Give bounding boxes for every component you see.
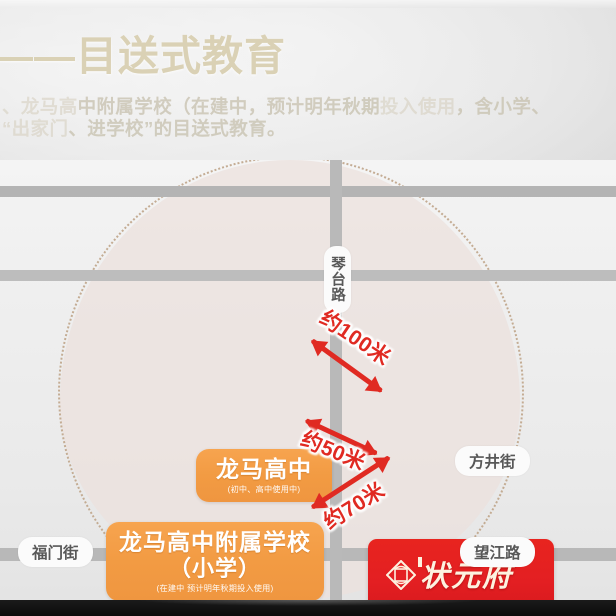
school-name-affiliated: 龙马高中附属学校	[119, 529, 311, 555]
header-body-line2: “出家门、进学校”的目送式教育。	[2, 116, 616, 142]
page-title: ——目送式教育	[0, 33, 286, 79]
road-horizontal-top	[0, 186, 616, 197]
bottom-bar	[0, 600, 616, 616]
location-map: 琴台路 方井街 龙马高中 (初中、高中使用中) 龙马高中附属学校 （小学） (在…	[0, 160, 616, 600]
street-label-qintai: 琴台路	[324, 246, 351, 313]
school-box-affiliated[interactable]: 龙马高中附属学校 （小学） (在建中 预计明年秋期投入使用)	[106, 522, 324, 600]
school-note-affiliated: (在建中 预计明年秋期投入使用)	[156, 583, 274, 593]
brand-tick-mark	[418, 557, 422, 567]
header-text-frag-2: 中附属学校（在建中，预计明年秋期	[77, 96, 381, 117]
radius-dotted-circle	[58, 160, 524, 600]
header-body-text: 、龙马高中附属学校（在建中，预计明年秋期投入使用，含小学、 “出家门、进学校”的…	[2, 94, 616, 142]
school-name2-affiliated: （小学）	[168, 556, 261, 581]
header-text-frag-5: “出家门	[2, 118, 69, 139]
header-body-line1: 、龙马高中附属学校（在建中，预计明年秋期投入使用，含小学、	[2, 96, 550, 117]
header-text-frag-3: 投入使用	[380, 96, 456, 117]
bottom-bar-glow	[135, 600, 481, 606]
school-name-longma-high: 龙马高中	[216, 456, 312, 482]
road-fangjing-street	[0, 270, 616, 281]
school-box-longma-high[interactable]: 龙马高中 (初中、高中使用中)	[196, 449, 332, 502]
header-text-frag-6: 、进学校”的目送式教育。	[68, 118, 286, 139]
header-text-frag-1: 、龙马高	[2, 96, 78, 117]
street-label-wangjiang: 望江路	[460, 537, 535, 567]
street-label-fangjing: 方井街	[455, 446, 530, 476]
header-text-frag-4: ，含小学、	[455, 96, 551, 117]
school-note-longma-high: (初中、高中使用中)	[227, 484, 301, 494]
slide-header: ——目送式教育 、龙马高中附属学校（在建中，预计明年秋期投入使用，含小学、 “出…	[0, 0, 616, 160]
street-label-fumen: 福门街	[18, 537, 93, 567]
diamond-seal-logo-icon	[385, 559, 417, 591]
